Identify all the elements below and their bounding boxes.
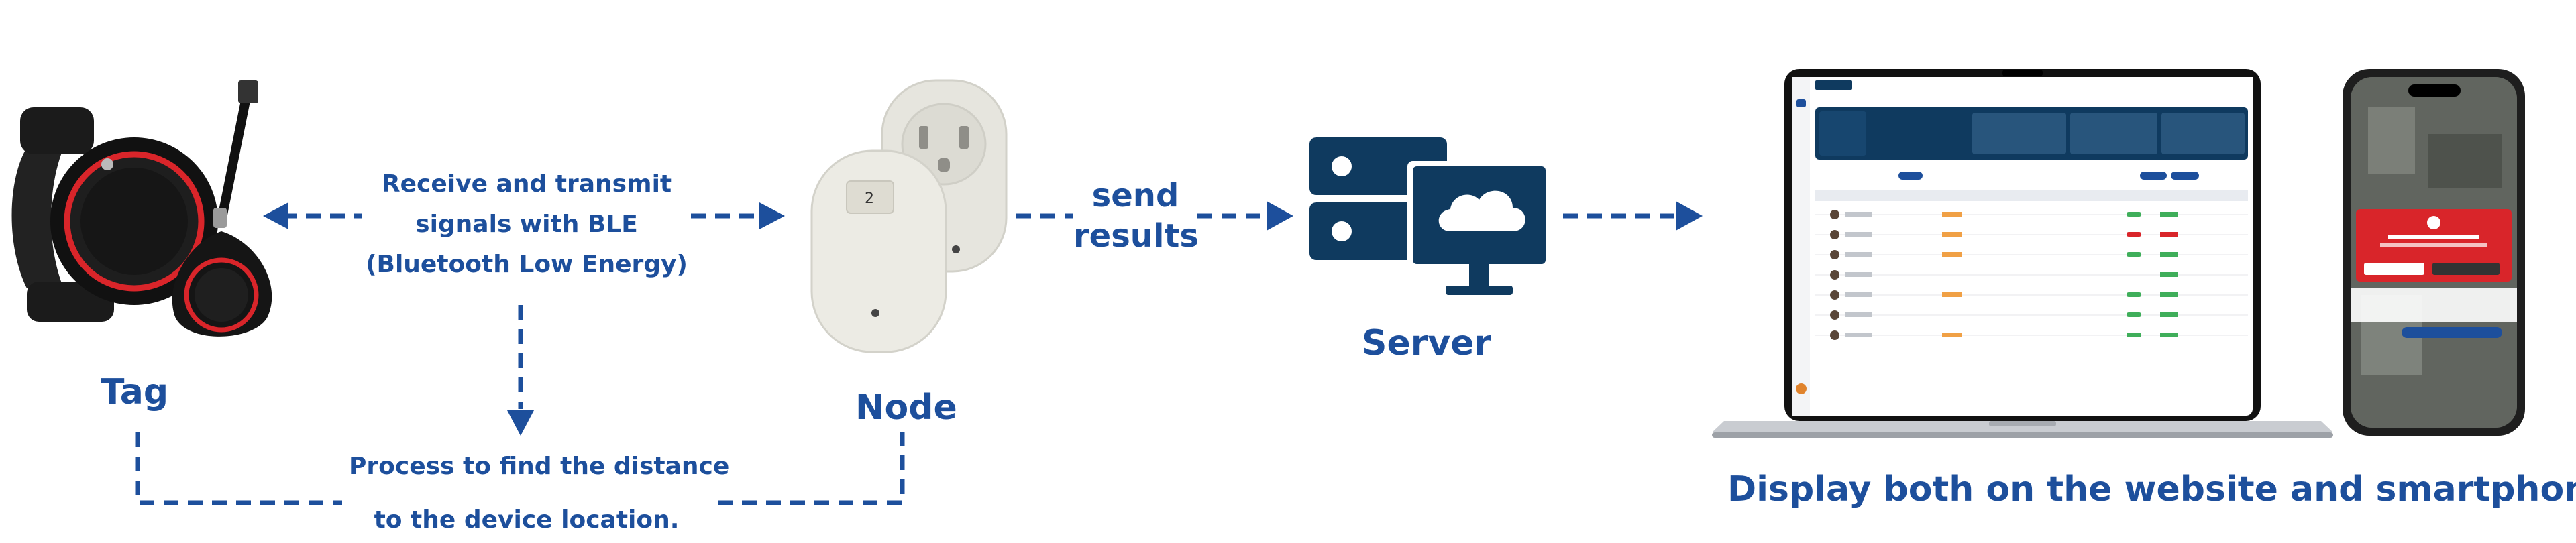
send-line-2: results (1073, 217, 1199, 255)
laptop-dashboard-icon (1712, 69, 2333, 438)
send-line-1: send (1091, 177, 1179, 215)
arrowhead-down (507, 410, 534, 436)
process-caption: Process to find the distance to the devi… (349, 446, 730, 540)
node-device-icon: 2 (810, 79, 1008, 353)
process-line-1: Process to find the distance (349, 452, 730, 480)
tag-label: Tag (101, 372, 169, 412)
display-caption: Display both on the website and smartpho… (1727, 469, 2576, 509)
node-label: Node (855, 387, 957, 428)
ble-line-3: (Bluetooth Low Energy) (366, 251, 688, 278)
server-label: Server (1362, 323, 1492, 363)
arrowhead-display (1676, 201, 1703, 231)
send-caption: send results (1073, 176, 1199, 256)
tag-device-icon (11, 80, 272, 337)
arrowhead-left (263, 202, 288, 229)
svg-text:2: 2 (865, 190, 874, 207)
server-cloud-icon (1309, 137, 1551, 295)
ble-line-1: Receive and transmit (381, 170, 672, 198)
arrowhead-server (1267, 201, 1293, 231)
ble-line-2: signals with BLE (415, 210, 638, 238)
connector-bottom (135, 432, 905, 505)
ble-caption: Receive and transmit signals with BLE (B… (362, 164, 691, 285)
process-line-2: to the device location. (374, 506, 680, 534)
smartphone-icon (2343, 69, 2525, 436)
arrowhead-right (759, 202, 785, 229)
